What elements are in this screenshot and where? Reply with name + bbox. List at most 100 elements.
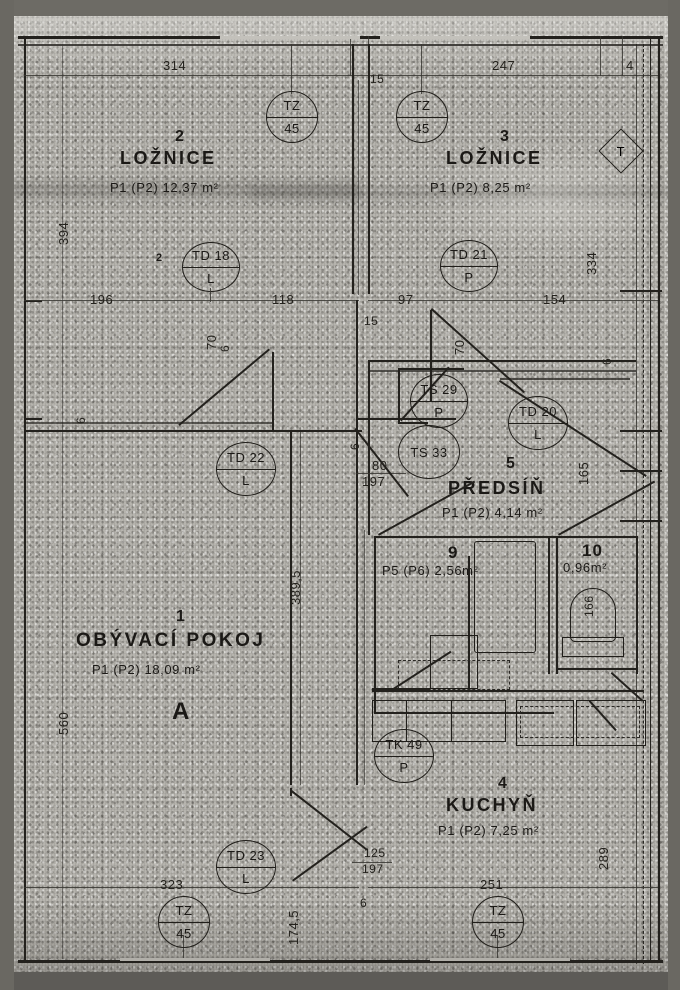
wall-hall-stub	[356, 418, 456, 420]
kitchen-counter-line	[372, 690, 644, 692]
tag-bottom-text: 45	[284, 121, 300, 136]
bathtub-edge	[468, 556, 470, 654]
door-head-hall-right	[500, 378, 630, 380]
window-leader-tz45b	[421, 44, 422, 94]
tag-divider	[267, 117, 317, 119]
dim-15-mid: 15	[364, 314, 379, 328]
room-3-area: P1 (P2) 8,25 m²	[430, 180, 531, 195]
room-3-number: 3	[500, 128, 510, 145]
dim-251: 251	[480, 877, 504, 892]
tag-top-text: TZ	[175, 903, 193, 918]
closet-top	[398, 368, 464, 370]
tag-top-text: TK 49	[385, 737, 423, 752]
tag-ts-33[interactable]: TS 33	[398, 425, 460, 479]
tag-tz-45-bottom-left[interactable]: TZ 45	[158, 896, 210, 948]
kitchen-sink-fixture	[516, 700, 574, 746]
dim-197-b: 197	[362, 862, 384, 876]
room-5-area: P1 (P2) 4,14 m²	[442, 505, 543, 520]
wall-exterior-left	[24, 36, 26, 961]
dim-197-a: 197	[362, 474, 386, 489]
tag-top-text: TZ	[413, 98, 431, 113]
wall-bath-top	[374, 536, 636, 538]
door-head-kitchen	[372, 688, 430, 690]
dimension-line-125-197	[352, 862, 392, 863]
wall-hall-top	[368, 360, 636, 362]
tag-top-text: TS 29	[420, 382, 458, 397]
dimension-ext-top-1	[350, 36, 351, 76]
dim-334: 334	[584, 251, 599, 275]
wall-right-jamb-2	[620, 430, 662, 432]
washbasin-fixture	[430, 635, 478, 689]
room-4-number: 4	[498, 775, 508, 792]
tag-td-23-l[interactable]: TD 23 L	[216, 840, 276, 894]
tag-tk-49-p[interactable]: TK 49 P	[374, 729, 434, 783]
dim-118: 118	[272, 292, 295, 307]
room-3-name: LOŽNICE	[446, 148, 543, 168]
tag-divider	[183, 267, 239, 269]
dim-125: 125	[364, 846, 386, 860]
tag-bottom-text: 45	[176, 926, 192, 941]
tag-top-text: TD 21	[450, 247, 488, 262]
wall-right-detail-1	[636, 44, 637, 964]
kitchen-upper-cabinet	[398, 660, 510, 690]
tag-bottom-text: 45	[490, 926, 506, 941]
tag-td-18-l[interactable]: TD 18 L	[182, 242, 240, 292]
tag-bottom-text: L	[242, 871, 250, 886]
tag-td-22-l[interactable]: TD 22 L	[216, 442, 276, 496]
room-2-area: P1 (P2) 12,37 m²	[110, 180, 219, 195]
tag-tz-45-top-left[interactable]: TZ 45	[266, 91, 318, 143]
tag-top-text: TZ	[489, 903, 507, 918]
kitchen-worktop-1	[406, 700, 506, 742]
scan-border-right	[668, 0, 680, 990]
wall-living-top-2	[24, 422, 274, 424]
room-10-number: 10	[582, 541, 603, 560]
bathtub-fixture	[474, 541, 536, 653]
dim-314: 314	[163, 58, 187, 73]
dim-6-hall: 6	[348, 442, 362, 450]
room-9-area: P5 (P6) 2,56m²	[382, 563, 479, 578]
tag-top-text: TD 18	[192, 248, 230, 263]
wall-living-right-2	[300, 430, 301, 785]
wall-exterior-top-inner	[18, 44, 663, 46]
tag-divider	[217, 867, 275, 869]
tag-divider	[473, 922, 523, 924]
wall-left-tick-1	[24, 300, 42, 302]
dimension-line-bedroom2	[24, 300, 359, 301]
tag-top-text: TS 33	[410, 444, 448, 460]
dimension-line-bedroom3	[368, 300, 658, 301]
wall-hall-lower-2	[364, 530, 365, 785]
closet-left	[398, 368, 400, 423]
tag-divider	[159, 922, 209, 924]
dim-289: 289	[596, 846, 611, 870]
dimension-ext-top-4	[622, 36, 623, 76]
tag-tz-45-top-right[interactable]: TZ 45	[396, 91, 448, 143]
dim-6-living: 6	[218, 344, 232, 352]
room-4-area: P1 (P2) 7,25 m²	[438, 823, 539, 838]
dim-154: 154	[543, 292, 567, 307]
tag-ts-29-p[interactable]: TS 29 P	[410, 374, 468, 428]
dim-165: 165	[576, 461, 591, 485]
tag-divider	[217, 469, 275, 471]
room-1-marker: A	[172, 698, 190, 725]
dim-166: 166	[582, 595, 596, 617]
scan-border-top	[0, 0, 680, 16]
dim-4: 4	[626, 58, 634, 73]
tag-td-21-p[interactable]: TD 21 P	[440, 240, 498, 292]
room-4-name: KUCHYŇ	[446, 795, 539, 815]
wall-left-tick-2	[24, 418, 42, 420]
dim-389-5: 389,5	[288, 569, 303, 605]
dimension-line-bottom-right	[368, 887, 658, 888]
tag-leader-td18	[210, 288, 211, 302]
wall-bath-left	[374, 536, 376, 714]
window-leader-tz45a	[291, 44, 292, 94]
room-9-number: 9	[448, 543, 459, 562]
room-1-number: 1	[176, 608, 186, 625]
dimension-line-top	[24, 75, 658, 76]
tag-tz-45-bottom-right[interactable]: TZ 45	[472, 896, 524, 948]
wall-partition-bedrooms	[352, 44, 354, 294]
tag-td-20-l[interactable]: TD 20 L	[508, 396, 568, 450]
window-opening-top-left	[220, 36, 360, 39]
dim-p8-label: 70	[452, 339, 467, 355]
